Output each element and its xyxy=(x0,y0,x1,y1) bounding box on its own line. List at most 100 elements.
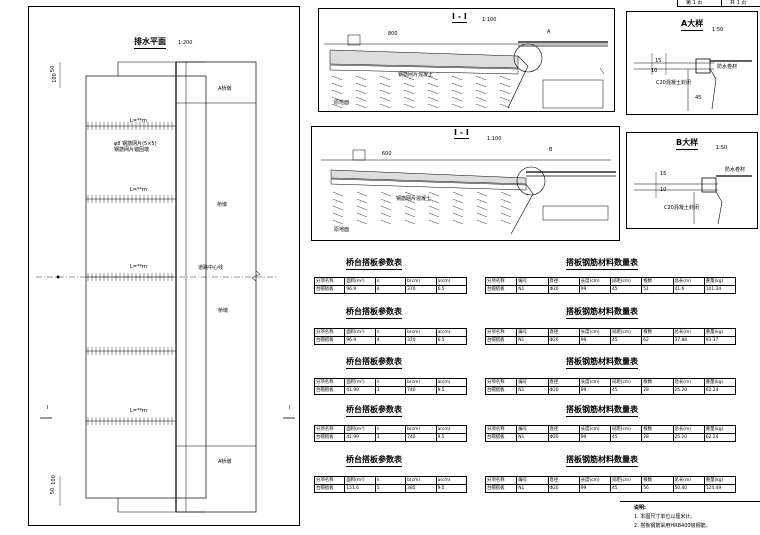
right-table-cell: 124.49 xyxy=(703,484,737,493)
right-table-cell: N1 xyxy=(516,386,549,395)
left-table-header: b(cm) xyxy=(405,328,437,337)
left-table-3: 分项名称 面积(m²) n b(cm) a(cm) 台帽搭板 41.99 3 7… xyxy=(313,378,468,395)
right-table-header: 直径 xyxy=(547,277,580,286)
right-table-cell: Φ20 xyxy=(547,285,580,294)
left-table-cell: 96.9 xyxy=(344,336,376,345)
section-mid-label: 钢筋网片混凝土 xyxy=(396,196,432,202)
right-table-cell: 62.24 xyxy=(703,433,737,442)
left-table-header: n xyxy=(374,328,407,337)
page-total: 共 1 页 xyxy=(730,0,747,6)
left-table-header: 面积(m²) xyxy=(344,378,376,387)
detail-b-scale: 1:50 xyxy=(716,145,728,151)
section-top-drawing xyxy=(324,34,608,109)
left-table-cell: 3 xyxy=(374,433,407,442)
right-table-cell: 99 xyxy=(578,484,612,493)
right-table-header: 重量(kg) xyxy=(703,425,737,434)
notes-divider xyxy=(620,501,760,502)
right-table-cell: 41.6 xyxy=(672,285,705,294)
right-table-3: 分项名称 编号 直径 长度(cm) 间距(cm) 根数 总长(m) 重量(kg)… xyxy=(484,378,737,395)
left-table-cell: 9.5 xyxy=(435,433,468,442)
plan-drawing xyxy=(36,61,295,513)
right-table-header: 总长(m) xyxy=(672,328,705,337)
left-table-cell: 台帽搭板 xyxy=(313,386,346,395)
left-table-header: n xyxy=(374,476,407,485)
right-table-header: 直径 xyxy=(547,378,580,387)
right-table-header: 直径 xyxy=(547,328,580,337)
section-top-ground: 原地面 xyxy=(334,100,350,106)
left-table-cell: 3 xyxy=(374,386,407,395)
left-table-title-4: 桥台搭板参数表 xyxy=(346,404,402,417)
section-top-label: 钢筋网片混凝土 xyxy=(398,72,434,78)
section-mid-title: I - I xyxy=(454,128,469,139)
notes-line-1: 1. 本图尺寸单位以厘米计。 xyxy=(634,514,696,520)
right-table-cell: 25.20 xyxy=(672,433,705,442)
right-table-header: 长度(cm) xyxy=(578,425,612,434)
right-table-header: 分项名称 xyxy=(484,277,518,286)
right-table-4: 分项名称 编号 直径 长度(cm) 间距(cm) 根数 总长(m) 重量(kg)… xyxy=(484,425,737,442)
right-table-cell: 62 xyxy=(641,336,674,345)
left-table-cell: 台帽搭板 xyxy=(313,285,346,294)
right-table-cell: 台帽搭板 xyxy=(484,336,518,345)
right-table-title-2: 搭板钢筋材料数量表 xyxy=(566,306,638,319)
left-table-cell: 6.5 xyxy=(435,285,468,294)
right-table-header: 编号 xyxy=(516,277,549,286)
right-table-cell: Φ20 xyxy=(547,433,580,442)
right-table-header: 重量(kg) xyxy=(703,378,737,387)
right-table-cell: 45 xyxy=(609,433,643,442)
left-table-header: 分项名称 xyxy=(313,277,346,286)
right-table-cell: 101.34 xyxy=(703,285,737,294)
left-table-title-3: 桥台搭板参数表 xyxy=(346,356,402,369)
left-table-header: a(cm) xyxy=(435,425,468,434)
plan-view-frame xyxy=(28,6,300,526)
right-table-header: 总长(m) xyxy=(672,425,705,434)
left-table-cell: 370 xyxy=(405,336,437,345)
left-table-header: 分项名称 xyxy=(313,425,346,434)
right-table-1: 分项名称 编号 直径 长度(cm) 间距(cm) 根数 总长(m) 重量(kg)… xyxy=(484,277,737,294)
right-table-header: 总长(m) xyxy=(672,378,705,387)
right-table-cell: 93.37 xyxy=(703,336,737,345)
right-table-header: 根数 xyxy=(641,277,674,286)
left-table-cell: 740 xyxy=(405,433,437,442)
plan-centerline-label: 道路中心线 xyxy=(198,265,224,271)
detail-a-dim-2: 10 xyxy=(651,68,658,74)
detail-b-frame xyxy=(626,132,758,229)
section-top-scale: 1:100 xyxy=(482,17,497,23)
left-table-cell: 96.9 xyxy=(344,285,376,294)
plan-label-mesh: φ8 钢筋网片(5×5) xyxy=(114,141,157,147)
left-table-header: a(cm) xyxy=(435,476,468,485)
left-table-header: 面积(m²) xyxy=(344,277,376,286)
right-table-header: 长度(cm) xyxy=(578,476,612,485)
detail-a-label-2: C20混凝土封闭 xyxy=(656,80,691,86)
plan-section-mark-right: I xyxy=(289,405,291,411)
detail-a-frame xyxy=(626,11,758,115)
left-table-4: 分项名称 面积(m²) n b(cm) a(cm) 台帽搭板 41.99 3 7… xyxy=(313,425,468,442)
section-top-title: I - I xyxy=(452,12,467,23)
right-table-header: 重量(kg) xyxy=(703,328,737,337)
left-table-cell: 4 xyxy=(374,285,407,294)
plan-abutment-bottom: A桥墩 xyxy=(218,459,232,465)
right-table-header: 间距(cm) xyxy=(609,328,643,337)
right-table-header: 分项名称 xyxy=(484,378,518,387)
section-top-frame xyxy=(318,8,615,112)
right-table-cell: Φ20 xyxy=(547,336,580,345)
right-table-cell: 45 xyxy=(609,386,643,395)
right-table-header: 重量(kg) xyxy=(703,476,737,485)
right-table-cell: 台帽搭板 xyxy=(484,484,518,493)
left-table-header: n xyxy=(374,425,407,434)
right-table-header: 编号 xyxy=(516,378,549,387)
detail-a-title: A大样 xyxy=(681,18,704,31)
title-block-divider xyxy=(721,0,722,7)
left-table-2: 分项名称 面积(m²) n b(cm) a(cm) 台帽搭板 96.9 4 37… xyxy=(313,328,468,345)
plan-label-length-3: L=**m xyxy=(130,264,147,270)
right-table-header: 长度(cm) xyxy=(578,277,612,286)
right-table-header: 直径 xyxy=(547,476,580,485)
detail-a-scale: 1:50 xyxy=(712,27,724,33)
page-number: 第 1 页 xyxy=(686,0,703,6)
notes-heading: 说明: xyxy=(634,505,646,511)
left-table-title-5: 桥台搭板参数表 xyxy=(346,454,402,467)
left-table-cell: 台帽搭板 xyxy=(313,433,346,442)
right-table-2: 分项名称 编号 直径 长度(cm) 间距(cm) 根数 总长(m) 重量(kg)… xyxy=(484,328,737,345)
right-table-header: 长度(cm) xyxy=(578,328,612,337)
detail-a-label-1: 防水卷材 xyxy=(717,64,738,70)
right-table-title-1: 搭板钢筋材料数量表 xyxy=(566,257,638,270)
